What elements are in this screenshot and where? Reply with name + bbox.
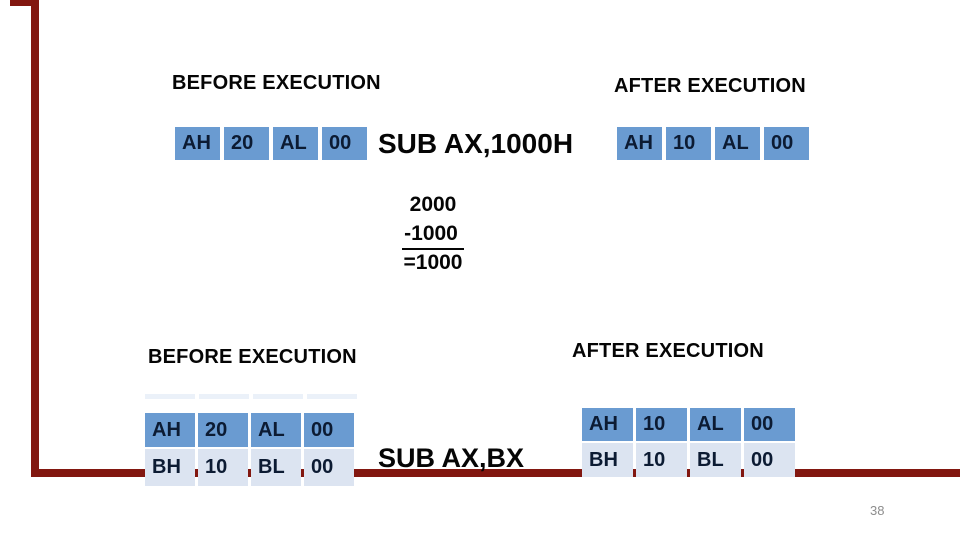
register-cell: 00	[744, 408, 795, 441]
register-cell: 10	[636, 443, 687, 477]
register-cell: AH	[582, 408, 633, 441]
register-cell: AL	[690, 408, 741, 441]
table-row: BH 10 BL 00	[145, 449, 357, 486]
register-cell: 10	[198, 449, 248, 486]
register-cell: BH	[582, 443, 633, 477]
register-cell: 20	[224, 127, 269, 160]
page-number: 38	[870, 503, 885, 518]
instruction-1: SUB AX,1000H	[378, 128, 574, 159]
minuend: 2000	[409, 193, 457, 216]
register-cell: 00	[304, 413, 354, 447]
register-cell: AH	[617, 127, 662, 160]
after-table-2: AH 10 AL 00 BH 10 BL 00	[582, 408, 795, 479]
register-cell: BL	[251, 449, 301, 486]
after-execution-heading-1: AFTER EXECUTION	[614, 75, 806, 97]
before-execution-heading-2: BEFORE EXECUTION	[148, 346, 357, 368]
register-row-before-1: AH 20 AL 00	[175, 127, 367, 160]
register-cell: AH	[145, 413, 195, 447]
accent-left-bar	[31, 0, 39, 477]
table-row: BH 10 BL 00	[582, 443, 795, 477]
register-row-after-1: AH 10 AL 00	[617, 127, 809, 160]
instruction-2: SUB AX,BX	[378, 443, 525, 473]
subtraction-work: 2000 -1000 =1000	[396, 191, 470, 278]
table-edge-segment	[145, 394, 195, 399]
subtrahend-value: -1000	[402, 220, 464, 250]
register-cell: 00	[322, 127, 367, 160]
accent-corner-tab	[10, 0, 36, 6]
before-execution-heading-1: BEFORE EXECUTION	[172, 72, 381, 94]
table-top-edge	[145, 394, 357, 399]
register-cell: 00	[304, 449, 354, 486]
register-cell: AH	[175, 127, 220, 160]
register-cell: BL	[690, 443, 741, 477]
subtrahend: -1000	[396, 220, 470, 250]
before-table-2: AH 20 AL 00 BH 10 BL 00	[145, 394, 357, 488]
result: =1000	[403, 251, 463, 274]
accent-bottom-bar	[31, 469, 960, 477]
register-cell: 20	[198, 413, 248, 447]
table-edge-segment	[199, 394, 249, 399]
register-cell: AL	[251, 413, 301, 447]
register-cell: 10	[666, 127, 711, 160]
table-edge-segment	[253, 394, 303, 399]
register-cell: BH	[145, 449, 195, 486]
register-cell: AL	[715, 127, 760, 160]
after-execution-heading-2: AFTER EXECUTION	[572, 340, 764, 362]
table-row: AH 10 AL 00	[582, 408, 795, 441]
table-edge-segment	[307, 394, 357, 399]
table-row: AH 20 AL 00	[145, 413, 357, 447]
register-cell: AL	[273, 127, 318, 160]
register-cell: 00	[764, 127, 809, 160]
register-cell: 10	[636, 408, 687, 441]
register-cell: 00	[744, 443, 795, 477]
